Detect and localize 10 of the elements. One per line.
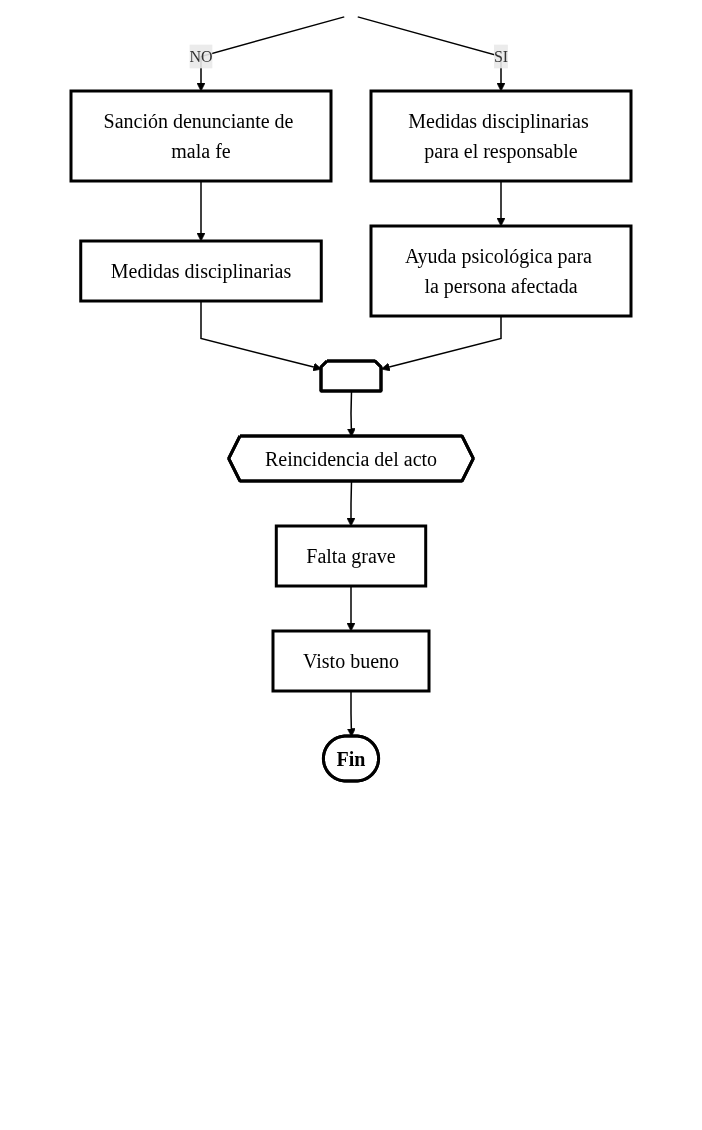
- node-box: Sanción denunciante de mala fe: [69, 89, 333, 183]
- edge-label: NO: [189, 47, 213, 65]
- node-box: Medidas disciplinarias para el responsable: [369, 89, 633, 183]
- node-box: Visto bueno: [271, 629, 431, 693]
- arrow: [196, 16, 345, 92]
- node-box: Ayuda psicológica para la persona afectada: [369, 224, 633, 318]
- edge-label: SI: [493, 47, 509, 65]
- arrow: [357, 16, 506, 92]
- node-box: Medidas disciplinarias: [79, 239, 323, 303]
- node-box: Falta grave: [274, 524, 428, 588]
